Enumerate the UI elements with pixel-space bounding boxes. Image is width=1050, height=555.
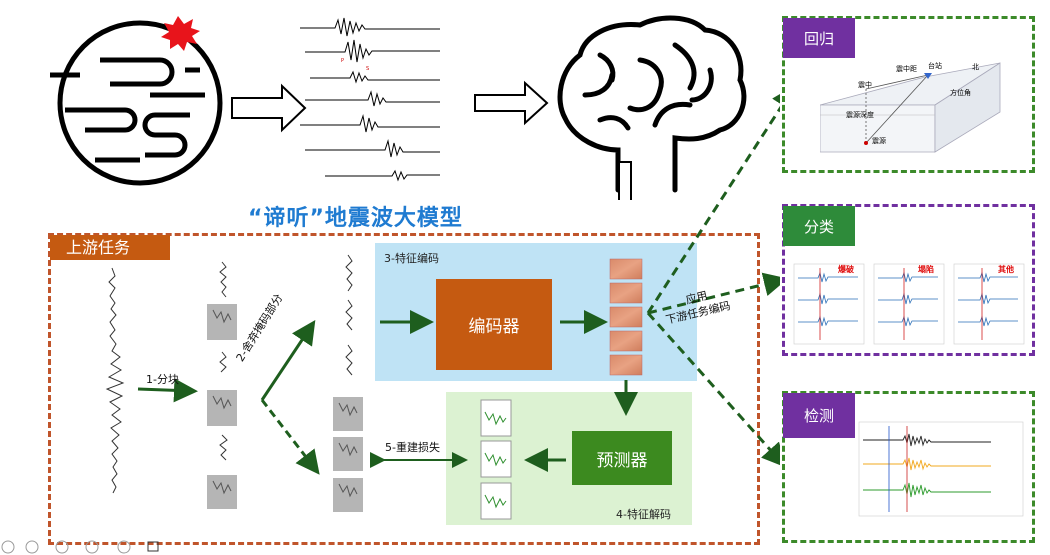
regression-label-north: 北 (972, 63, 979, 71)
hollow-arrow-down (618, 161, 632, 200)
diagram-title: “谛听”地震波大模型 (248, 206, 463, 231)
classification-task-tag: 分类 (783, 206, 855, 246)
encoder-block: 编码器 (436, 279, 552, 370)
regression-label-epicentral-distance: 震中距 (896, 64, 917, 73)
camera-icon (147, 541, 159, 552)
detection-task-tag: 检测 (783, 393, 855, 438)
class-label-other: 其他 (998, 264, 1014, 274)
seismogram-traces (300, 17, 440, 182)
svg-text:S: S (366, 66, 369, 72)
class-label-explosion: 爆破 (838, 264, 854, 274)
regression-task-box (782, 16, 1035, 173)
regression-figure: 台站 震中距 方位角 北 震中 震源深度 震源 (820, 61, 1001, 153)
hollow-arrow-1 (231, 83, 307, 133)
step1-label: 1-分块 (146, 373, 179, 386)
classification-figure: 爆破 塌陷 其他 (793, 263, 1025, 345)
upstream-task-label: 上游任务 (50, 235, 170, 260)
classification-task-box (782, 204, 1035, 356)
regression-label-azimuth: 方位角 (950, 88, 971, 97)
regression-label-hypocenter: 震源 (872, 136, 886, 145)
slides-icon (85, 540, 99, 554)
brain-icon (557, 15, 747, 193)
detection-task-box (782, 391, 1035, 543)
regression-label-epicenter: 震中 (858, 80, 872, 89)
hollow-arrow-2 (474, 80, 549, 126)
zoom-icon (117, 540, 131, 554)
input-waveform (105, 267, 125, 494)
predictor-block: 预测器 (572, 431, 672, 485)
next-icon (25, 540, 39, 554)
step3-label: 3-特征编码 (384, 252, 439, 265)
svg-text:P: P (341, 58, 344, 64)
earth-icon (50, 20, 223, 186)
slideshow-toolbar (1, 540, 159, 554)
regression-task-tag: 回归 (783, 18, 855, 58)
regression-label-station: 台站 (928, 61, 942, 70)
pen-icon (55, 540, 69, 554)
top-row-graphic: P S (50, 15, 747, 200)
regression-label-depth: 震源深度 (846, 110, 874, 119)
earthquake-burst-icon (161, 16, 200, 51)
step5-label: 5-重建损失 (385, 441, 440, 454)
step4-label: 4-特征解码 (616, 508, 671, 521)
detection-figure (858, 421, 1024, 517)
previous-icon (1, 540, 15, 554)
class-label-collapse: 塌陷 (918, 264, 934, 274)
upstream-task-box (48, 233, 760, 545)
upstream-graphic (105, 84, 780, 520)
